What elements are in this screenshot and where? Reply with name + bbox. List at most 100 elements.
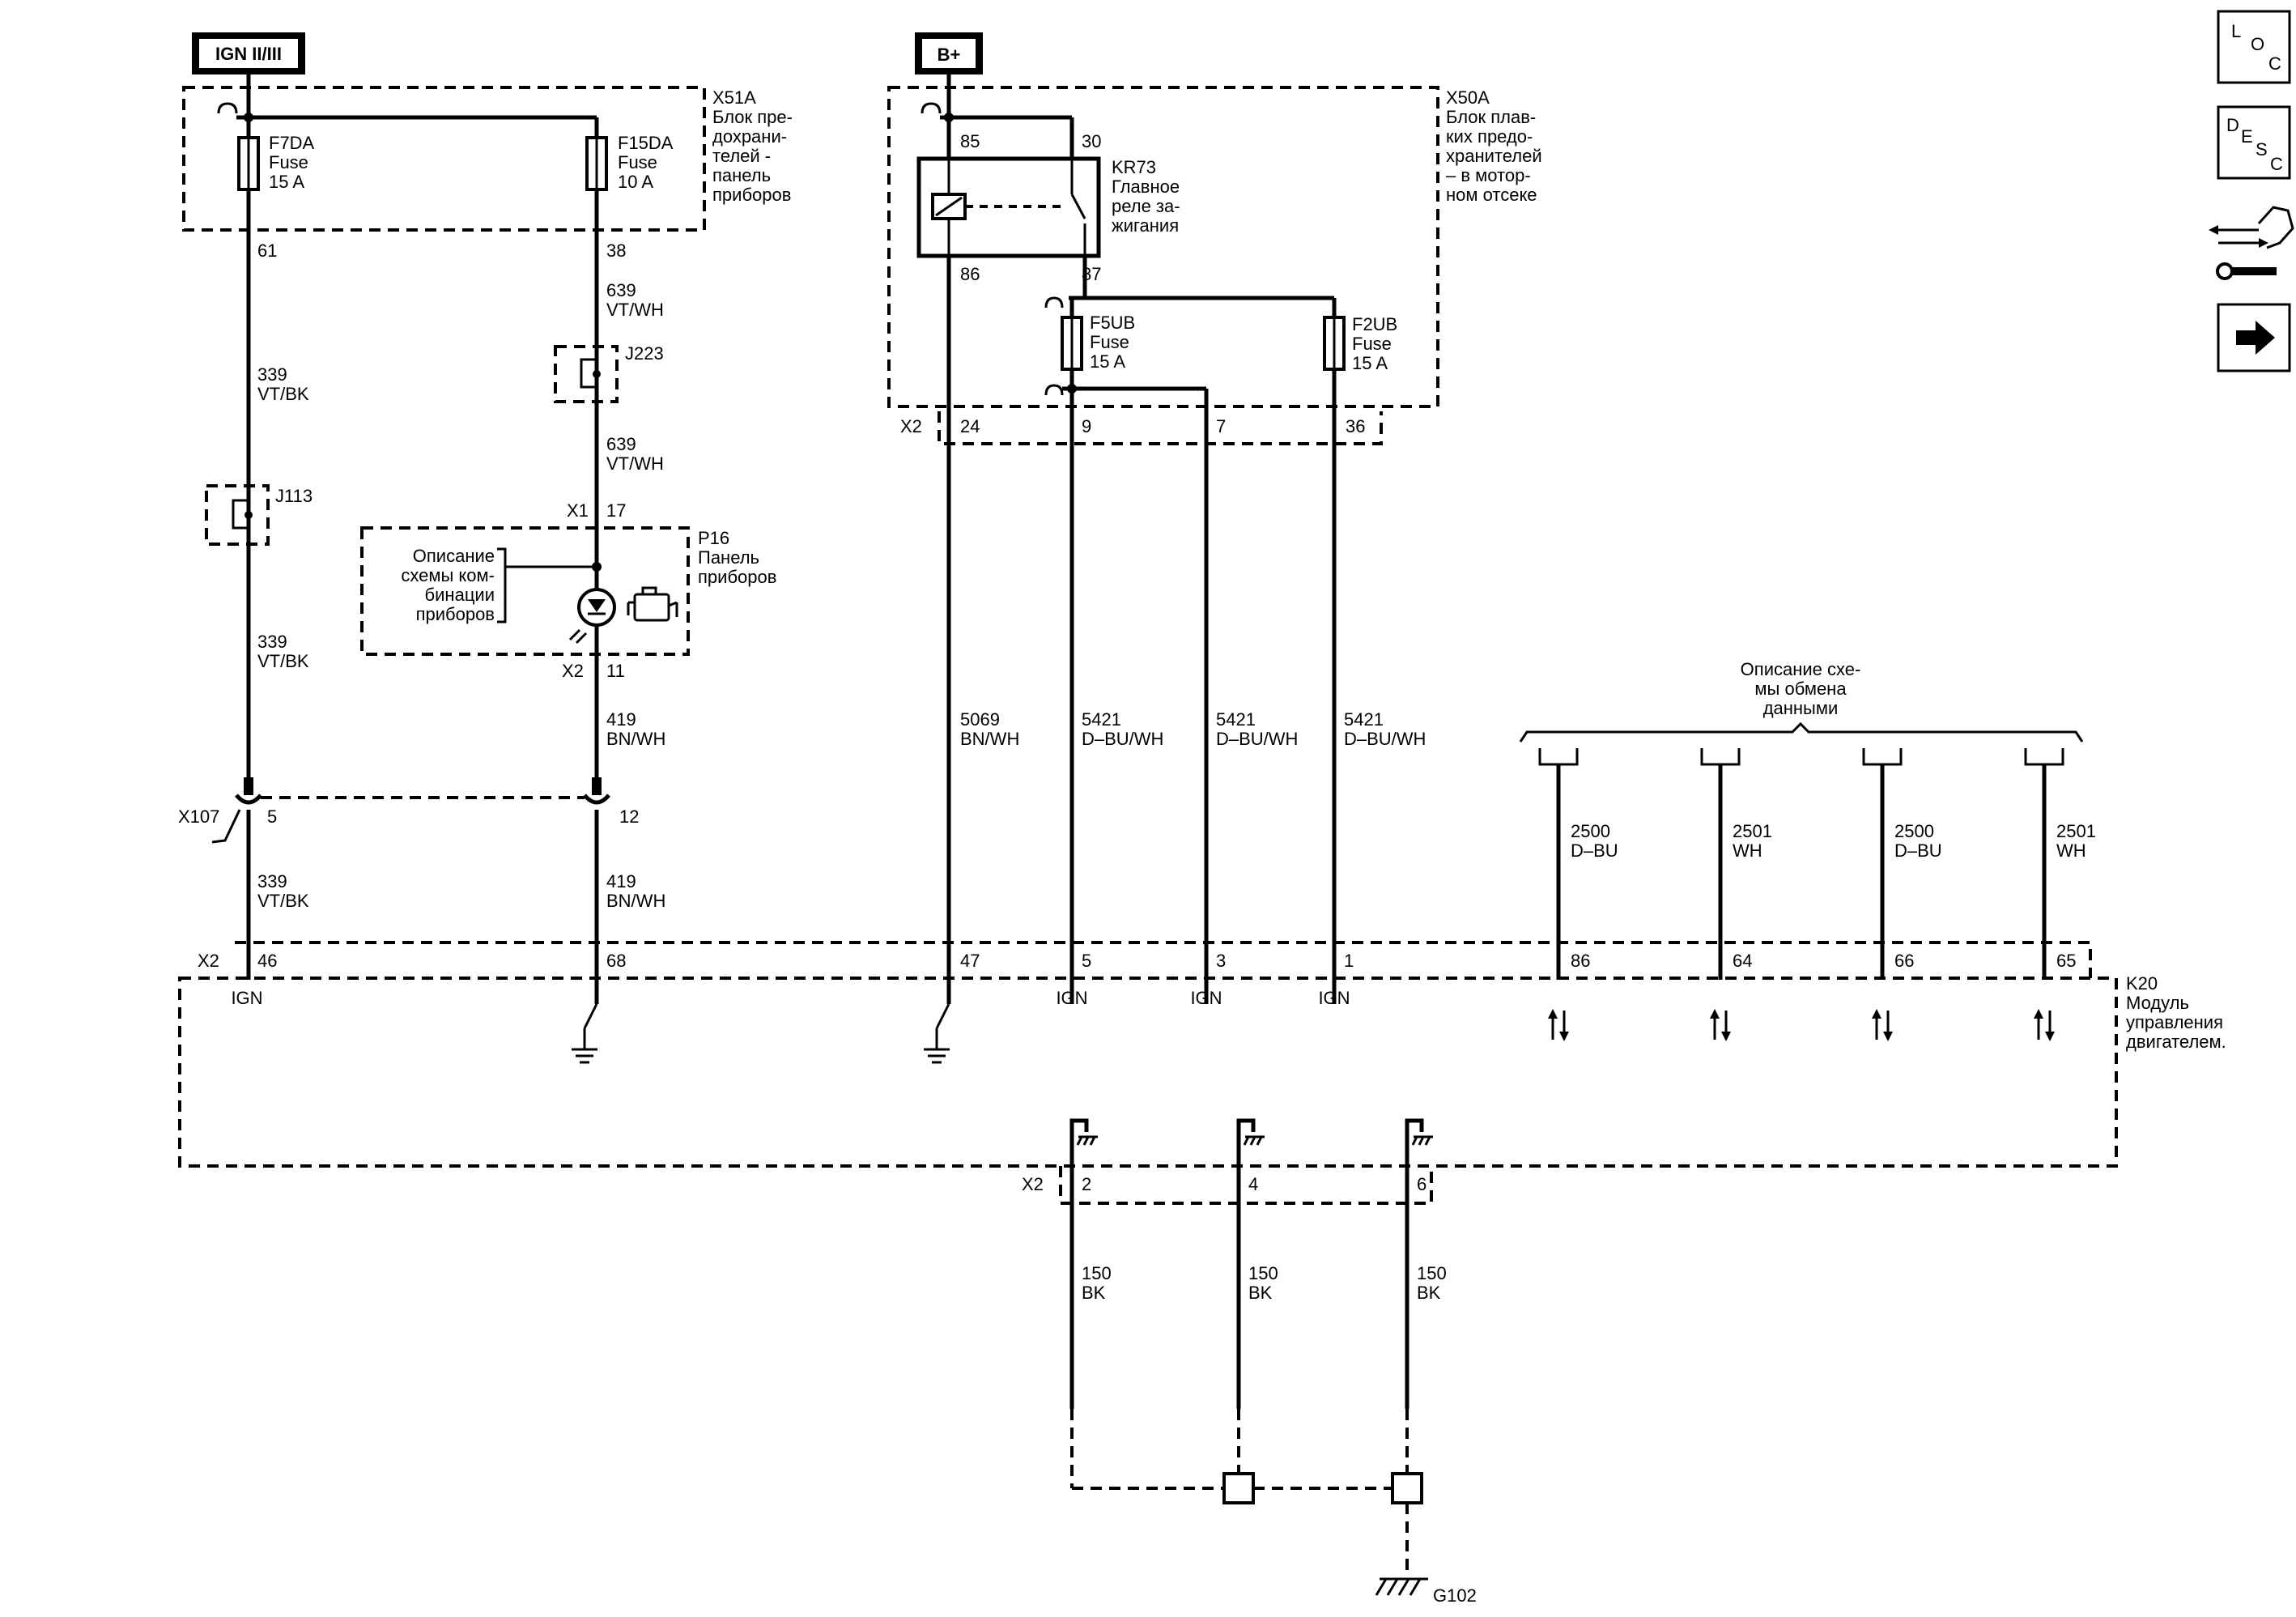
wire-150-a-color: BK: [1082, 1283, 1106, 1303]
fuse-f5ub-type: Fuse: [1090, 332, 1129, 352]
relay-kr73-name-3: жигания: [1112, 215, 1179, 236]
wire-339-b-circuit: 339: [257, 632, 287, 652]
wire-5421-a-color: D–BU/WH: [1082, 729, 1163, 749]
x50a-desc-5: ном отсеке: [1446, 185, 1537, 205]
wire-339-b-color: VT/BK: [257, 651, 309, 671]
data-ref-brace: [1519, 721, 2084, 743]
wire-5421-a-circuit: 5421: [1082, 709, 1121, 730]
pin-9: 9: [1082, 416, 1091, 436]
splice-j223: [554, 345, 619, 403]
fuse-f15da-name: F15DA: [618, 133, 674, 153]
k20-pin-1: 1: [1344, 951, 1354, 971]
wire-2500-b-circuit: 2500: [1894, 821, 1934, 841]
k20-ecm-module: [178, 977, 2118, 1168]
relay-pin-30: 30: [1082, 131, 1101, 151]
ground-pin-6: 6: [1417, 1174, 1426, 1194]
k20-pin-66: 66: [1894, 951, 1914, 971]
bidirectional-arrow-icons: [1548, 1009, 2055, 1041]
pin-36: 36: [1346, 416, 1365, 436]
ground-pin-2: 2: [1082, 1174, 1091, 1194]
wire-150-c-color: BK: [1417, 1283, 1441, 1303]
ign-input-5: IGN: [1056, 988, 1087, 1008]
x51a-desc-3: телей -: [712, 146, 771, 166]
x51a-fuse-block: [182, 86, 706, 232]
wire-639-a-circuit: 639: [606, 280, 636, 300]
ign-source-box: IGN II/III: [192, 32, 305, 74]
wire-419-a-circuit: 419: [606, 709, 636, 730]
relay-pin-86: 86: [960, 264, 980, 284]
description-button[interactable]: D E S C: [2217, 105, 2291, 180]
relay-kr73-id: KR73: [1112, 157, 1156, 177]
splice-j113: [205, 484, 270, 546]
data-ref-terminals: [1538, 748, 2064, 766]
pin-17: 17: [606, 500, 626, 521]
pin-x107-5: 5: [267, 806, 277, 827]
wire-5069-circuit: 5069: [960, 709, 1000, 730]
fuse-f7da-name: F7DA: [269, 133, 315, 153]
pin-61: 61: [257, 240, 277, 261]
fuse-f2ub-type: Fuse: [1352, 334, 1392, 354]
cluster-ref-3: бинации: [425, 585, 495, 605]
pin-11: 11: [606, 661, 625, 681]
relay-kr73-name-1: Главное: [1112, 177, 1180, 197]
fuse-f7da: [237, 136, 260, 191]
location-button[interactable]: L O C: [2217, 10, 2291, 84]
relay-kr73: [916, 156, 1101, 258]
wire-150-b-circuit: 150: [1248, 1263, 1278, 1283]
wire-2501-b-circuit: 2501: [2056, 821, 2096, 841]
x50a-desc-3: хранителей: [1446, 146, 1542, 166]
wire-150-a-circuit: 150: [1082, 1263, 1112, 1283]
fuse-f2ub: [1323, 316, 1346, 371]
internal-ground-68: [572, 1003, 598, 1064]
k20-name-2: управления: [2126, 1012, 2223, 1032]
p16-instrument-panel: [360, 526, 690, 656]
fuse-f15da: [585, 136, 608, 191]
loc-l: L: [2231, 21, 2241, 41]
next-page-button[interactable]: [2217, 303, 2291, 372]
pin-7: 7: [1216, 416, 1226, 436]
wire-339-a-color: VT/BK: [257, 384, 309, 404]
x51a-desc-1: Блок пре-: [712, 107, 793, 127]
desc-d: D: [2226, 115, 2239, 135]
wire-150-c-circuit: 150: [1417, 1263, 1447, 1283]
k20-pin-68: 68: [606, 951, 626, 971]
conn-x1-label: X1: [567, 500, 589, 521]
k20-pin-86: 86: [1571, 951, 1590, 971]
data-ref-1: Описание схе-: [1741, 659, 1861, 679]
fuse-f5ub-rating: 15 A: [1090, 351, 1125, 372]
wire-339-a-circuit: 339: [257, 364, 287, 385]
wire-2501-a-circuit: 2501: [1733, 821, 1772, 841]
ground-g102-label: G102: [1433, 1585, 1477, 1606]
connector-x107: [235, 777, 610, 805]
check-engine-icon: [627, 586, 678, 622]
k20-pin-64: 64: [1733, 951, 1752, 971]
wire-5421-c-color: D–BU/WH: [1344, 729, 1426, 749]
x50a-desc-1: Блок плав-: [1446, 107, 1536, 127]
fuse-f2ub-name: F2UB: [1352, 314, 1397, 334]
wire-419-b-color: BN/WH: [606, 891, 665, 911]
relay-pin-85: 85: [960, 131, 980, 151]
p16-name-2: приборов: [698, 567, 776, 587]
fuse-f5ub-name: F5UB: [1090, 313, 1135, 333]
pin-x107-12: 12: [619, 806, 639, 827]
pin-38: 38: [606, 240, 626, 261]
fuse-f15da-type: Fuse: [618, 152, 657, 172]
wire-5421-c-circuit: 5421: [1344, 709, 1384, 730]
conn-x2-ground-label: X2: [1022, 1174, 1044, 1194]
conn-x107-label: X107: [178, 806, 219, 827]
desc-c: C: [2270, 154, 2283, 174]
bplus-source-label: B+: [938, 45, 961, 65]
x50a-desc-4: – в мотор-: [1446, 165, 1531, 185]
cluster-ref-4: приборов: [416, 604, 495, 624]
mil-lamp-icon: [568, 588, 616, 645]
internal-ground-47: [924, 1003, 950, 1064]
wire-339-c-circuit: 339: [257, 871, 287, 891]
k20-name-3: двигателем.: [2126, 1032, 2226, 1052]
loc-c: C: [2268, 53, 2281, 74]
fuse-f5ub: [1061, 316, 1083, 371]
wire-2501-b-color: WH: [2056, 840, 2086, 861]
connector-repair-icon[interactable]: [2209, 206, 2294, 280]
loc-o: O: [2251, 34, 2264, 54]
wire-639-b-circuit: 639: [606, 434, 636, 454]
wire-2500-b-color: D–BU: [1894, 840, 1942, 861]
